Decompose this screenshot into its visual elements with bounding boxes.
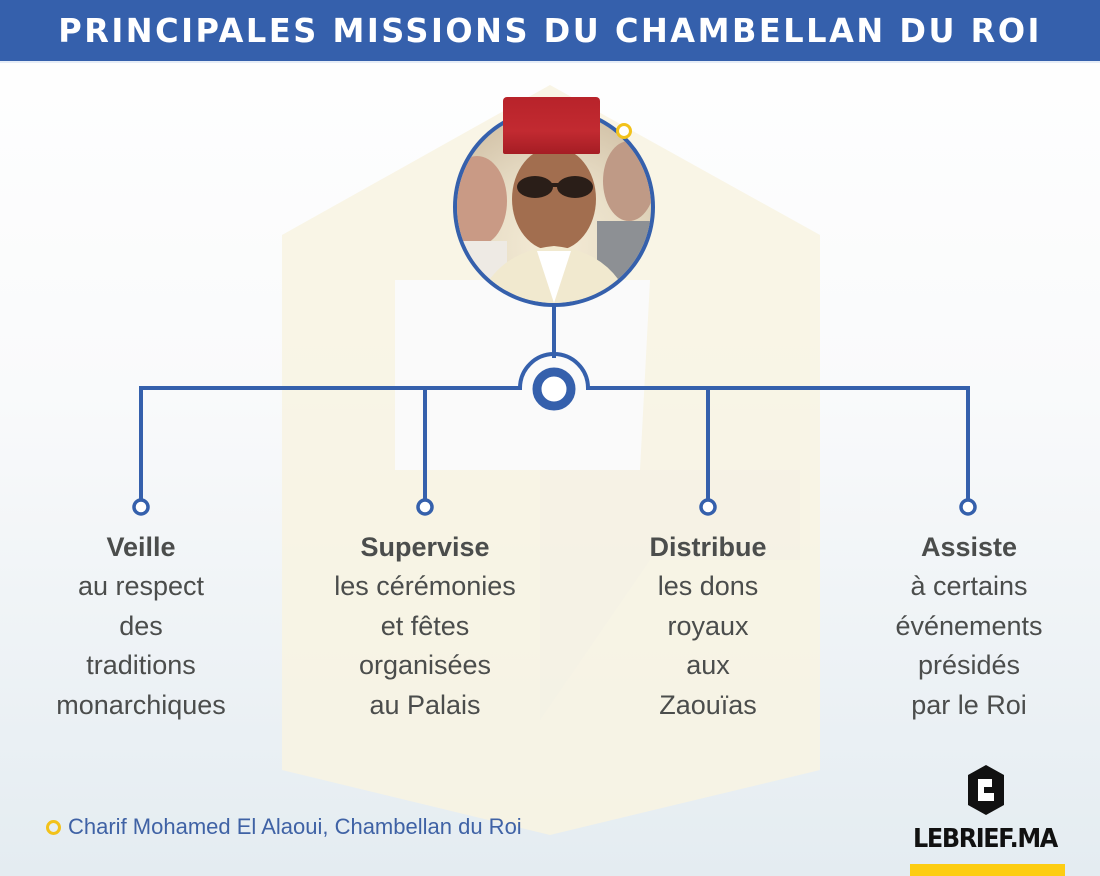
node-dot-icon <box>132 498 150 516</box>
mission-line: les dons <box>657 571 759 601</box>
mission-line: traditions <box>86 650 196 680</box>
node-dot-icon <box>699 498 717 516</box>
mission-line: au Palais <box>369 689 481 720</box>
yellow-ring-icon <box>46 819 61 835</box>
mission-line: royaux <box>667 610 749 641</box>
yellow-ring-icon <box>616 123 632 139</box>
mission-card-supervise: Supervise les cérémonies et fêtes organi… <box>295 528 555 725</box>
mission-line: les cérémonies <box>334 571 516 601</box>
mission-line: à certains <box>910 571 1028 601</box>
mission-title: Distribue <box>649 532 767 562</box>
mission-line: et fêtes <box>380 610 470 641</box>
page-title: PRINCIPALES MISSIONS DU CHAMBELLAN DU RO… <box>58 11 1042 50</box>
mission-title: Veille <box>106 532 176 562</box>
mission-title: Assiste <box>920 532 1018 562</box>
mission-card-assiste: Assiste à certains événements présidés p… <box>839 528 1099 725</box>
node-dot-icon <box>416 498 434 516</box>
mission-line: événements <box>895 610 1043 641</box>
lebrief-logo-icon <box>968 765 1004 815</box>
mission-line: monarchiques <box>56 689 226 720</box>
brand-underline-bar <box>910 864 1065 876</box>
photo-caption: Charif Mohamed El Alaoui, Chambellan du … <box>46 814 522 840</box>
mission-line: au respect <box>77 571 205 601</box>
mission-line: présidés <box>917 650 1021 680</box>
mission-line: par le Roi <box>911 689 1027 720</box>
mission-line: Zaouïas <box>659 689 757 720</box>
mission-card-veille: Veille au respect des traditions monarch… <box>11 528 271 725</box>
brand-name: LEBRIEF.MA <box>913 824 1058 854</box>
caption-text: Charif Mohamed El Alaoui, Chambellan du … <box>68 814 522 839</box>
header-banner: PRINCIPALES MISSIONS DU CHAMBELLAN DU RO… <box>0 0 1100 63</box>
mission-line: des <box>119 610 163 641</box>
node-dot-icon <box>959 498 977 516</box>
mission-line: organisées <box>358 650 492 680</box>
mission-card-distribue: Distribue les dons royaux aux Zaouïas <box>578 528 838 725</box>
portrait-photo <box>453 107 655 307</box>
mission-title: Supervise <box>360 532 490 562</box>
hub-node-icon <box>532 367 576 411</box>
mission-line: aux <box>686 650 730 680</box>
brand-block: LEBRIEF.MA <box>905 762 1065 876</box>
fez-hat <box>503 97 600 154</box>
